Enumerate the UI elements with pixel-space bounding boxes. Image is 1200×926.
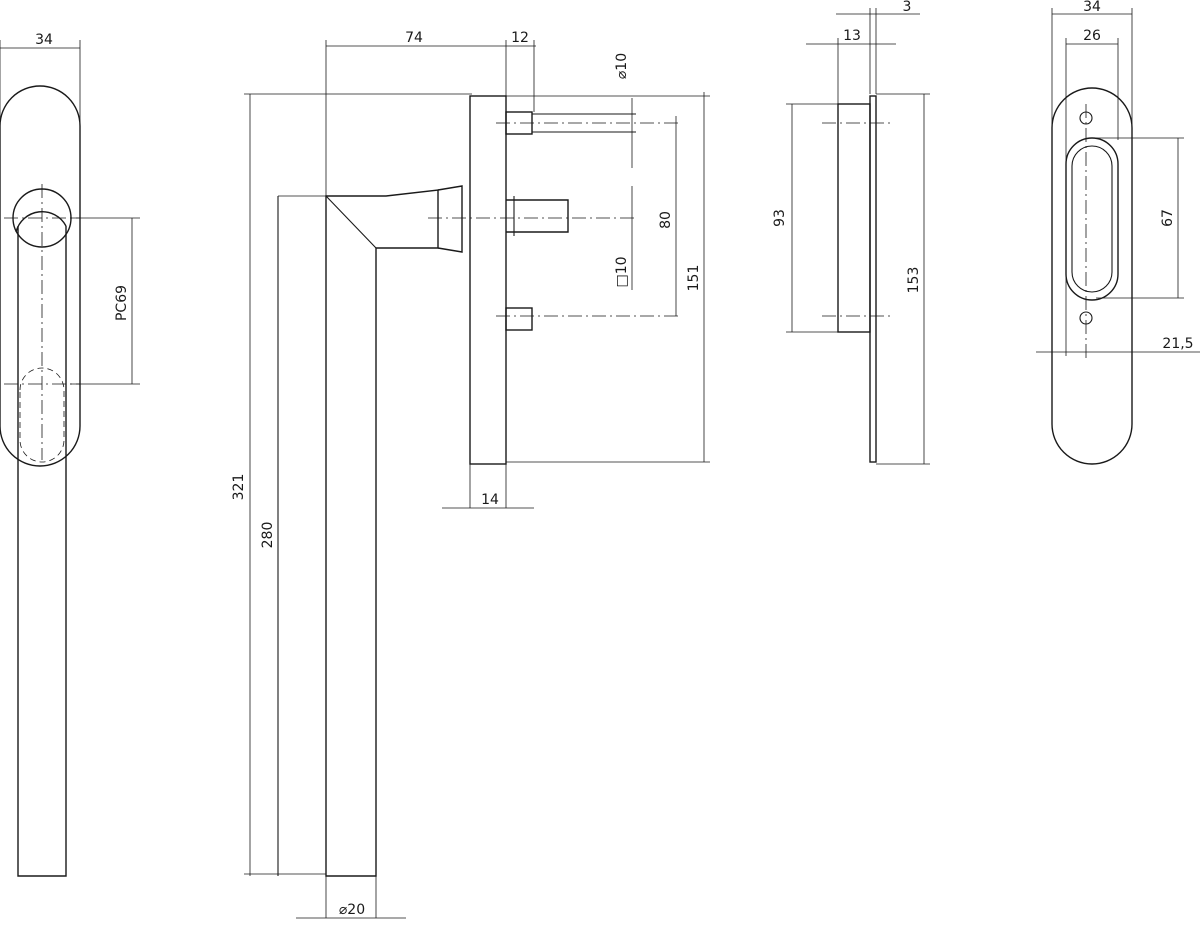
side-view: 74 12 ⌀10 □10 80 151 14 321 280 ⌀2 xyxy=(231,30,710,919)
front-view: 34 PC69 xyxy=(0,32,140,877)
plate-inner-boss xyxy=(837,103,871,333)
plate-3-label: 3 xyxy=(903,0,912,15)
plate-93-label: 93 xyxy=(772,209,788,227)
plate-view: 3 13 93 153 xyxy=(772,0,930,465)
front-lever-grip xyxy=(17,226,67,877)
plate-13-label: 13 xyxy=(843,28,861,44)
back-67-label: 67 xyxy=(1160,209,1176,227)
side-rose-plate xyxy=(469,95,507,465)
side-lever-body xyxy=(325,189,439,877)
plate-153-label: 153 xyxy=(906,267,922,294)
front-width-label: 34 xyxy=(35,32,53,48)
front-cylinder-hole xyxy=(19,367,65,463)
front-rose-outline xyxy=(0,85,81,467)
side-20-label: ⌀20 xyxy=(339,902,365,918)
back-slot-inner xyxy=(1071,145,1113,293)
front-hub-arc xyxy=(15,210,67,233)
side-74-label: 74 xyxy=(405,30,423,46)
side-321-label: 321 xyxy=(231,474,247,501)
back-215-label: 21,5 xyxy=(1162,336,1193,352)
back-slot xyxy=(1065,137,1119,301)
side-screw-boss-bottom xyxy=(505,307,533,331)
back-34-label: 34 xyxy=(1083,0,1101,15)
plate-outer xyxy=(869,95,877,463)
side-14-label: 14 xyxy=(481,492,499,508)
side-neck-cone xyxy=(437,185,463,253)
back-rose-outline xyxy=(1051,87,1133,465)
side-sq10-label: □10 xyxy=(614,256,630,287)
side-80-label: 80 xyxy=(658,211,674,229)
back-view: 34 26 67 21,5 xyxy=(1036,0,1200,465)
side-dia10-label: ⌀10 xyxy=(614,53,630,79)
side-12-label: 12 xyxy=(511,30,529,46)
side-280-label: 280 xyxy=(260,522,276,549)
front-pc-label: PC69 xyxy=(114,285,130,321)
side-lever-chamfer xyxy=(325,195,377,249)
side-spindle xyxy=(506,199,569,233)
side-151-label: 151 xyxy=(686,265,702,292)
back-26-label: 26 xyxy=(1083,28,1101,44)
